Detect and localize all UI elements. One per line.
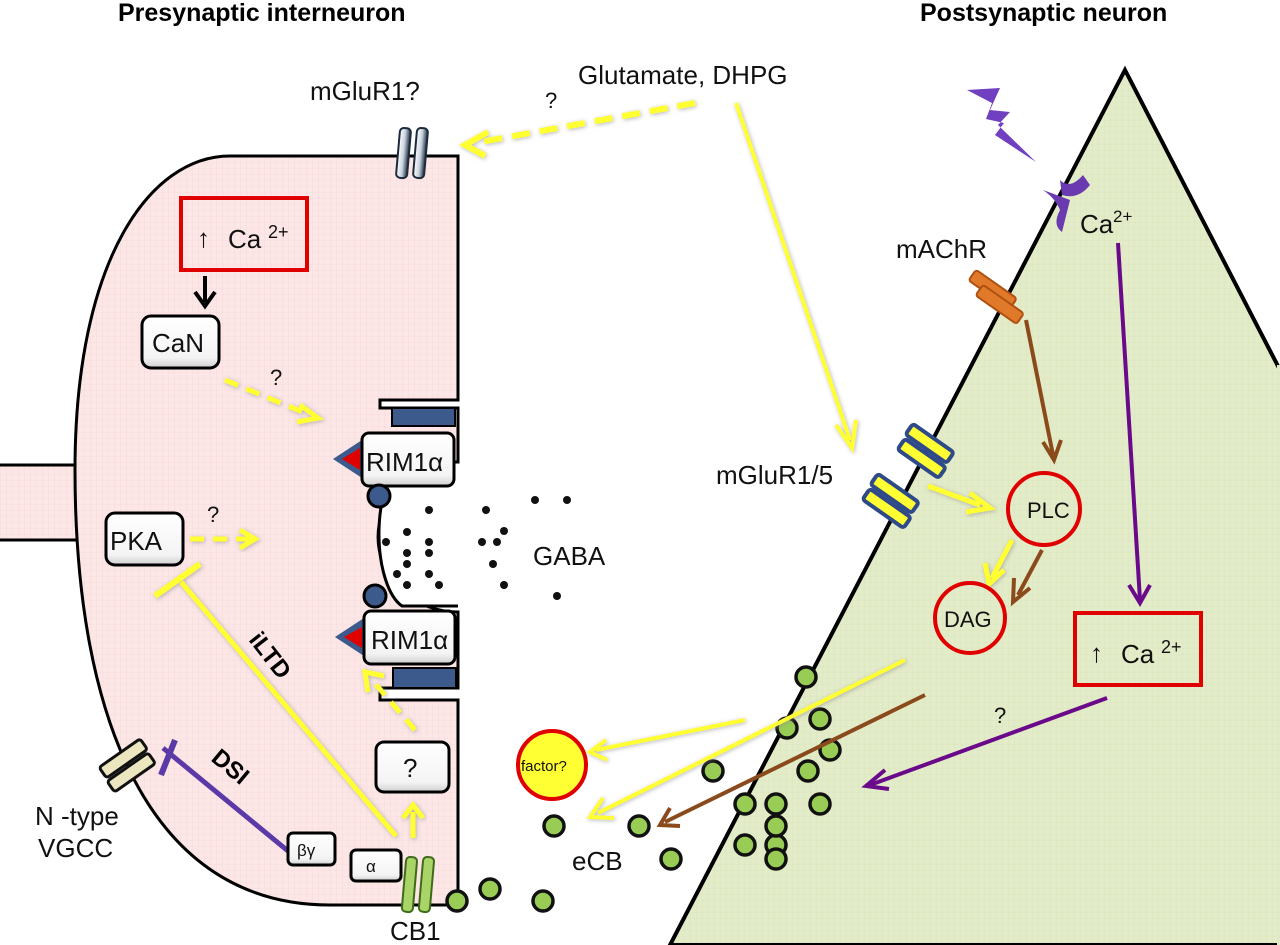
plc-label: PLC xyxy=(1027,498,1070,523)
pka-arrow xyxy=(190,527,260,551)
vesicle-docking-bottom xyxy=(362,583,388,609)
soma-edge-fill xyxy=(1277,365,1280,945)
n-type-vgcc-channel xyxy=(98,738,156,793)
up-arrow-post-icon: ↑ xyxy=(1090,638,1103,668)
rim1a-top-label: RIM1α xyxy=(366,447,443,477)
plc-to-dag-yellow-arrow xyxy=(982,538,1015,589)
postsynaptic-soma xyxy=(667,65,1280,945)
machr-receptor xyxy=(968,269,1024,324)
glutamate-question-mark: ? xyxy=(545,88,557,113)
mglur1-pre-label: mGluR1? xyxy=(310,76,420,106)
plc-to-dag-brown-arrow xyxy=(1010,549,1044,607)
glutamate-to-mglur1-arrow xyxy=(458,100,696,159)
rim1a-bottom-label: RIM1α xyxy=(371,625,448,655)
iltd-inhibition-line xyxy=(153,561,398,838)
machr-to-plc-arrow xyxy=(1024,319,1063,465)
gaba-label: GABA xyxy=(533,541,606,571)
dsi-inhibition-line xyxy=(158,738,290,853)
unknown-box-label: ? xyxy=(403,753,417,783)
ca-increase-box-post: ↑ Ca 2+ xyxy=(1073,611,1203,687)
calcium-channel-icon xyxy=(1043,175,1090,232)
dag-circle: DAG xyxy=(933,581,1007,655)
mglur15-to-plc-arrow xyxy=(927,483,997,515)
ca-to-can-arrow xyxy=(193,276,217,310)
glutamate-label: Glutamate, DHPG xyxy=(578,60,788,90)
axon xyxy=(0,463,78,542)
gaba-molecules xyxy=(382,496,571,600)
presynaptic-title: Presynaptic interneuron xyxy=(118,0,406,27)
up-arrow-icon: ↑ xyxy=(197,223,210,253)
ca-post-influx-label: Ca xyxy=(1080,209,1114,239)
can-question-mark: ? xyxy=(270,365,282,390)
can-box: CaN xyxy=(140,314,221,370)
unknown-effector-box: ? xyxy=(374,740,451,794)
dag-to-ecb-brown-arrow xyxy=(656,693,926,828)
rim1a-top: RIM1α xyxy=(333,407,456,509)
beta-gamma-label: βγ xyxy=(297,841,316,860)
ca-post-question-mark: ? xyxy=(994,703,1006,728)
plc-circle: PLC xyxy=(1006,471,1082,547)
cb1-to-unknown-arrow xyxy=(401,800,425,838)
dag-to-ecb-yellow-arrows xyxy=(586,658,906,820)
mglur15-label: mGluR1/5 xyxy=(716,460,833,490)
vgcc-label: VGCC xyxy=(38,833,113,863)
pka-question-mark: ? xyxy=(207,502,219,527)
ca-post-label: Ca xyxy=(1121,639,1155,669)
dag-label: DAG xyxy=(944,607,992,632)
factor-circle: factor? xyxy=(516,729,588,801)
ecb-molecules xyxy=(445,665,842,913)
can-label: CaN xyxy=(152,328,204,358)
unknown-to-rim-arrow xyxy=(361,668,417,732)
pka-box: PKA xyxy=(104,511,185,567)
vesicle-docking-top xyxy=(366,483,392,509)
ca-pre-label: Ca xyxy=(228,224,262,254)
factor-label: factor? xyxy=(521,758,567,775)
alpha-label: α xyxy=(366,857,376,876)
cb1-label: CB1 xyxy=(390,916,441,945)
g-alpha-box: α xyxy=(349,848,403,883)
n-type-label: N -type xyxy=(35,801,119,831)
ca-post-influx-sup: 2+ xyxy=(1113,207,1132,226)
cb1-receptor xyxy=(400,856,435,914)
ca-influx-arrow xyxy=(1116,242,1152,607)
ca-pre-sup: 2+ xyxy=(268,222,289,242)
machr-label: mAChR xyxy=(896,234,987,264)
ca-increase-box-pre: ↑ Ca 2+ xyxy=(179,196,309,272)
mglur1-pre-channel xyxy=(395,126,429,180)
g-beta-gamma-box: βγ xyxy=(286,831,337,867)
ca-post-sup: 2+ xyxy=(1161,637,1182,657)
pka-label: PKA xyxy=(110,526,163,556)
rim1a-bottom: RIM1α xyxy=(335,583,457,689)
mglur15-receptor xyxy=(861,422,955,529)
glutamate-to-mglur15-arrow xyxy=(734,102,858,454)
ca-to-ecb-purple-arrow xyxy=(861,696,1108,791)
can-to-rim-arrow xyxy=(224,377,325,425)
lightning-bolt-icon xyxy=(967,88,1036,162)
ecb-label: eCB xyxy=(572,846,623,876)
postsynaptic-title: Postsynaptic neuron xyxy=(920,0,1167,27)
